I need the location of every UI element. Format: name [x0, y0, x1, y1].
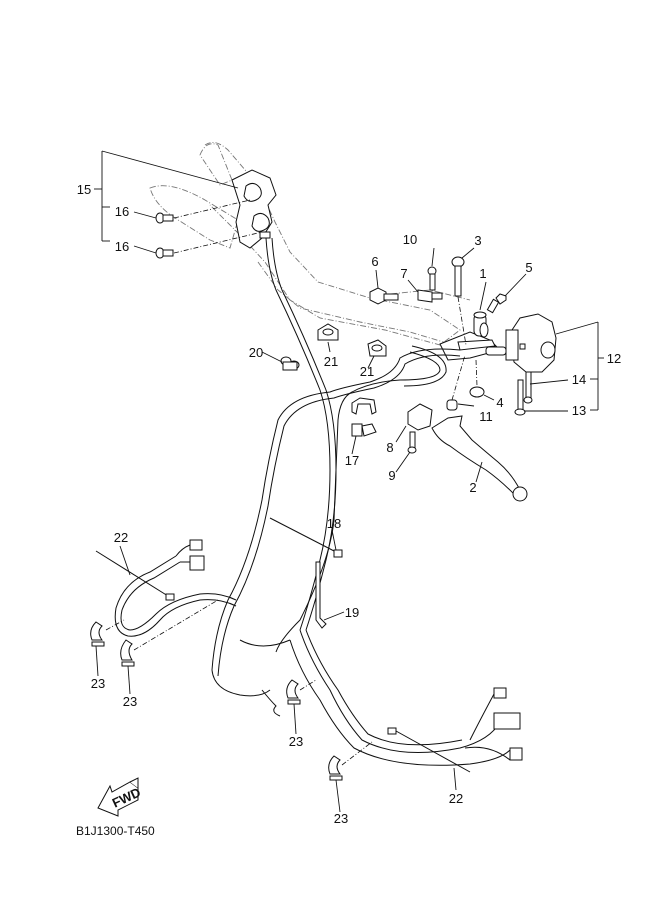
callout-22-left: 22 [114, 530, 128, 545]
clamp-17 [351, 397, 377, 437]
callout-16-top: 16 [115, 204, 129, 219]
cable-tie-18 [269, 517, 343, 558]
callout-13: 13 [572, 403, 586, 418]
nut-4 [469, 386, 485, 398]
bolt-3 [451, 256, 465, 297]
screw-9 [407, 431, 417, 454]
leader-lines [95, 247, 527, 813]
screw-16-top [155, 212, 174, 224]
callout-6: 6 [371, 254, 378, 269]
callout-18: 18 [327, 516, 341, 531]
callout-2: 2 [469, 480, 476, 495]
diagram-code: B1J1300-T450 [76, 824, 155, 838]
hose-19 [315, 561, 327, 629]
left-wire-branch [114, 539, 237, 637]
callout-23-d: 23 [334, 811, 348, 826]
ground-wire [261, 689, 281, 717]
left-switch-cable [265, 237, 337, 631]
right-handlebar-switch [505, 313, 557, 373]
callout-5: 5 [525, 260, 532, 275]
clutch-switch-8 [407, 403, 433, 431]
callout-bracket-15 [94, 150, 239, 254]
cable-tie-22-right [387, 727, 471, 773]
handlebar-outline [149, 141, 471, 351]
right-switch-cable [211, 345, 461, 697]
callout-1: 1 [479, 266, 486, 281]
clamp-21-right [367, 339, 387, 357]
callout-20: 20 [249, 345, 263, 360]
cable-tie-22-left [95, 550, 175, 601]
callout-labels: 1 2 3 4 5 6 7 8 9 10 11 12 13 14 15 16 1… [77, 182, 621, 826]
callout-bracket-12 [524, 321, 604, 412]
screw-14 [523, 371, 533, 404]
callout-8: 8 [386, 440, 393, 455]
fwd-label: FWD [110, 785, 143, 811]
callout-23-c: 23 [289, 734, 303, 749]
collar-11 [446, 399, 458, 411]
callout-22-right: 22 [449, 791, 463, 806]
screw-5 [486, 293, 507, 314]
callout-3: 3 [474, 233, 481, 248]
forward-arrow-icon: FWD [97, 777, 143, 817]
callout-10: 10 [403, 232, 417, 247]
bracket-7 [417, 289, 443, 303]
callout-19: 19 [345, 605, 359, 620]
bolt-10 [427, 266, 437, 291]
callout-7: 7 [400, 266, 407, 281]
callout-17: 17 [345, 453, 359, 468]
clutch-lever-holder [439, 311, 507, 361]
clamp-23-c [286, 679, 301, 705]
screw-16-bottom [155, 247, 174, 259]
clamp-23-b [120, 639, 135, 667]
callout-4: 4 [496, 395, 503, 410]
callout-16-bottom: 16 [115, 239, 129, 254]
main-wire-harness [239, 629, 523, 766]
callout-21-right: 21 [360, 364, 374, 379]
clamp-21-left [317, 323, 339, 341]
screw-13 [514, 379, 526, 416]
callout-23-a: 23 [91, 676, 105, 691]
clamp-23-d [328, 755, 343, 781]
callout-11: 11 [479, 409, 493, 424]
callout-14: 14 [572, 372, 586, 387]
callout-9: 9 [388, 468, 395, 483]
clamp-23-a [90, 621, 105, 647]
holder-20 [280, 356, 300, 371]
bolt-6 [369, 287, 399, 305]
callout-15: 15 [77, 182, 91, 197]
callout-21-left: 21 [324, 354, 338, 369]
callout-12: 12 [607, 351, 621, 366]
callout-23-b: 23 [123, 694, 137, 709]
clutch-lever-2 [431, 415, 528, 502]
left-handlebar-switch [231, 169, 277, 249]
